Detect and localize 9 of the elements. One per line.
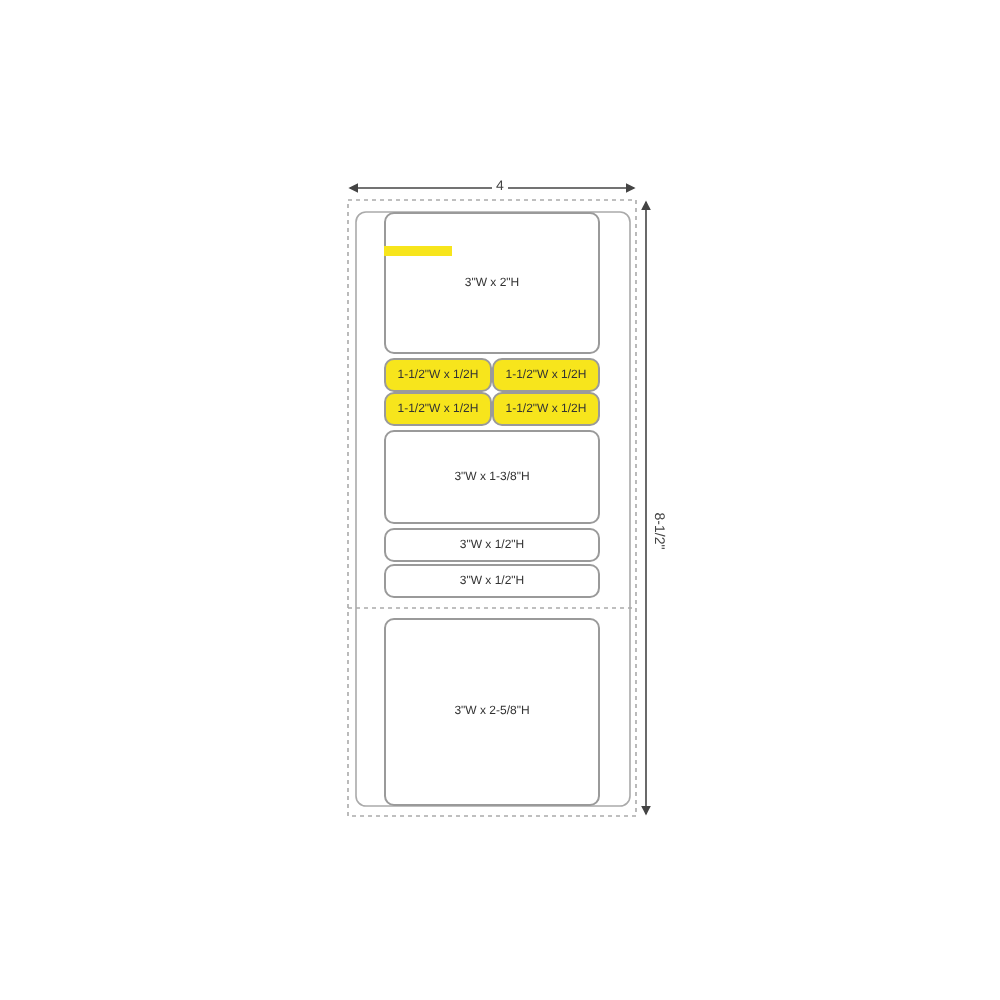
label-box <box>384 392 492 426</box>
label-box <box>492 358 600 392</box>
label-box <box>384 528 600 562</box>
label-box <box>384 430 600 524</box>
label-box <box>384 564 600 598</box>
label-box <box>492 392 600 426</box>
label-box <box>384 358 492 392</box>
label-box <box>384 618 600 806</box>
label-box <box>384 212 600 354</box>
